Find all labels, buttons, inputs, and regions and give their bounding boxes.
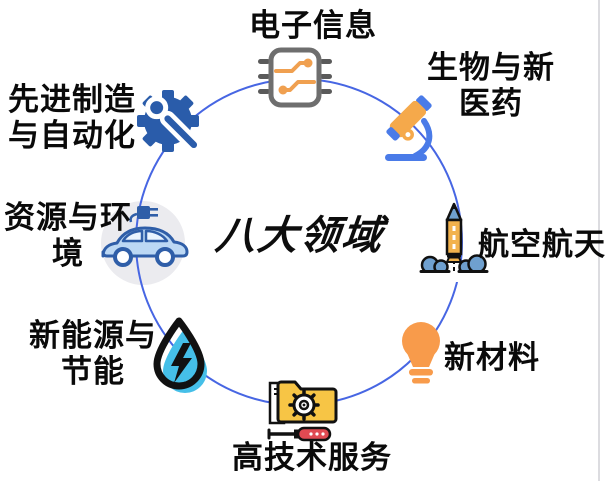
label-advanced-manufacturing-automation: 先进制造 与自动化 — [6, 82, 138, 154]
lightbulb-icon — [402, 322, 440, 384]
microscope-icon — [385, 95, 433, 161]
chip-icon — [258, 47, 332, 108]
water-drop-bolt-icon — [153, 317, 207, 393]
label-high-tech-services: 高技术服务 — [232, 440, 392, 475]
gear-wrench-icon — [137, 90, 202, 153]
label-line: 节能 — [61, 354, 125, 389]
page-edge-divider — [598, 0, 600, 481]
label-line: 医药 — [459, 86, 523, 121]
label-aerospace: 航空航天 — [478, 227, 605, 262]
plug — [129, 206, 158, 223]
label-line: 新能源与 — [29, 318, 157, 353]
rocket-icon — [418, 202, 490, 282]
label-new-energy-saving: 新能源与 节能 — [18, 318, 168, 390]
label-new-materials: 新材料 — [444, 340, 540, 375]
label-line: 资源与环 — [4, 200, 132, 235]
label-line: 境 — [52, 236, 84, 271]
label-electronic-information: 电子信息 — [249, 8, 377, 43]
label-line: 与自动化 — [8, 118, 136, 153]
folder-tools-icon — [267, 380, 338, 442]
screwdriver — [267, 426, 332, 442]
electric-car-icon — [101, 206, 189, 267]
center-title: 八大领域 — [213, 214, 386, 258]
label-line: 先进制造 — [8, 82, 136, 117]
label-resources-environment: 资源与环 境 — [0, 200, 136, 272]
label-line: 生物与新 — [427, 50, 555, 85]
label-biology-new-medicine: 生物与新 医药 — [412, 50, 570, 122]
